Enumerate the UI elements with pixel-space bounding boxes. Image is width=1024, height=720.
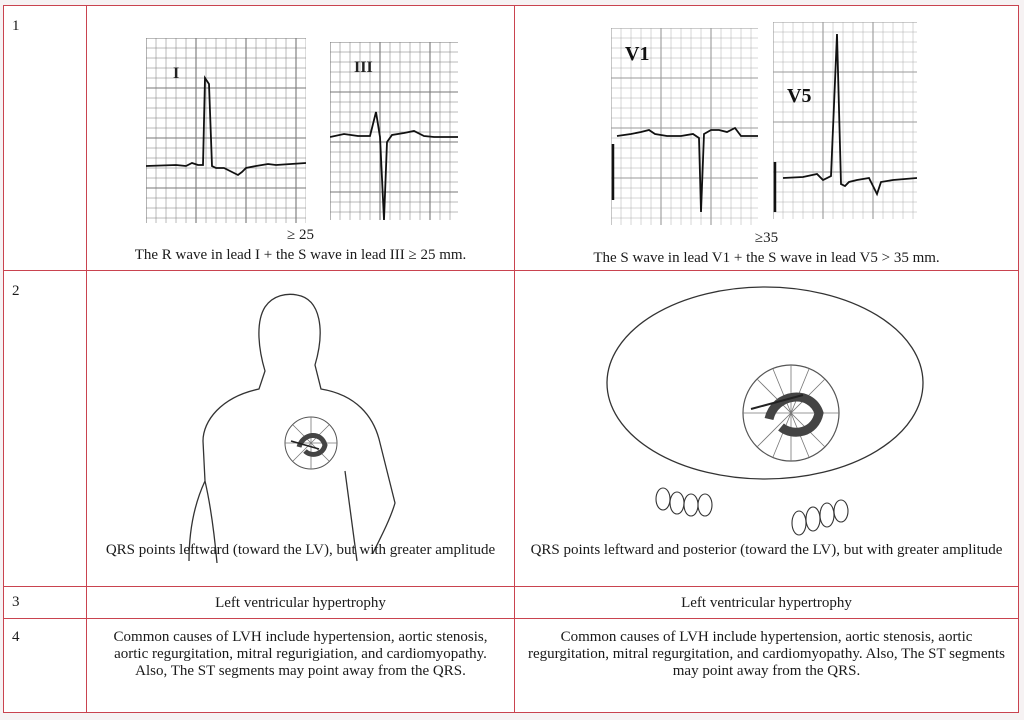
ecg-grid (330, 42, 458, 220)
diagnosis-text: Left ventricular hypertrophy (681, 595, 852, 611)
ecg-caption: The S wave in lead V1 + the S wave in le… (593, 250, 940, 266)
lead-label-v1: V1 (625, 43, 649, 65)
lead-label-iii: III (354, 59, 373, 76)
rib-markers-right (791, 499, 849, 536)
vector-caption: QRS points leftward and posterior (towar… (530, 542, 1003, 558)
heart-vector-icon (742, 364, 840, 462)
ecg-cell-precordial-leads: V1 V5 ≥35 The S wave in lead V1 + the S … (514, 5, 1019, 271)
diagnosis-cell: Left ventricular hypertrophy (514, 586, 1019, 619)
ecg-cell-limb-leads: I III ≥ 25 The R wave in lead I + the S … (86, 5, 515, 271)
ecg-trace-lead-v5 (782, 33, 917, 197)
chest-cross-section-diagram (606, 286, 924, 536)
ecg-strip-lead-i: I (146, 38, 306, 223)
row-number: 2 (12, 283, 20, 299)
torso-vector-diagram (188, 293, 396, 564)
lvh-criteria-table: 1 I III ≥ 25 The R wave in lead I + the … (3, 5, 1019, 713)
causes-text: Common causes of LVH include hypertensio… (113, 629, 488, 679)
row-number: 4 (12, 629, 20, 645)
ecg-trace-lead-i (146, 75, 306, 177)
row-number: 1 (12, 18, 20, 34)
ecg-trace-lead-iii (330, 111, 458, 220)
threshold-label: ≥ 25 (287, 227, 314, 243)
heart-vector-icon (284, 416, 338, 470)
table-row: 1 I III ≥ 25 The R wave in lead I + the … (3, 5, 1019, 271)
chest-outline (606, 286, 924, 480)
causes-cell: Common causes of LVH include hypertensio… (514, 618, 1019, 713)
causes-text: Common causes of LVH include hypertensio… (527, 629, 1005, 679)
rib-markers-left (655, 487, 713, 517)
threshold-label: ≥35 (754, 230, 779, 246)
ecg-strip-lead-v5: V5 (773, 22, 917, 219)
table-row: 3 Left ventricular hypertrophy Left vent… (3, 586, 1019, 619)
row-number: 3 (12, 594, 20, 610)
table-row: 2 QRS points leftward (toward the (3, 270, 1019, 587)
row-number-cell: 3 (3, 586, 87, 619)
ecg-grid (146, 38, 306, 223)
ecg-strip-lead-iii: III (330, 42, 458, 220)
vector-diagram-cell-frontal: QRS points leftward (toward the LV), but… (86, 270, 515, 587)
torso-outline (188, 293, 396, 564)
lead-label-v5: V5 (787, 85, 811, 107)
row-number-cell: 1 (3, 5, 87, 271)
ecg-grid (611, 28, 758, 225)
ecg-grid (773, 22, 917, 219)
causes-cell: Common causes of LVH include hypertensio… (86, 618, 515, 713)
ecg-caption: The R wave in lead I + the S wave in lea… (134, 247, 467, 263)
table-row: 4 Common causes of LVH include hypertens… (3, 618, 1019, 713)
vector-caption: QRS points leftward (toward the LV), but… (105, 542, 496, 558)
ecg-strip-lead-v1: V1 (611, 28, 758, 225)
ecg-trace-lead-v1 (616, 126, 758, 213)
vector-diagram-cell-horizontal: QRS points leftward and posterior (towar… (514, 270, 1019, 587)
diagnosis-text: Left ventricular hypertrophy (215, 595, 386, 611)
row-number-cell: 2 (3, 270, 87, 587)
row-number-cell: 4 (3, 618, 87, 713)
diagnosis-cell: Left ventricular hypertrophy (86, 586, 515, 619)
lead-label-i: I (173, 65, 179, 82)
